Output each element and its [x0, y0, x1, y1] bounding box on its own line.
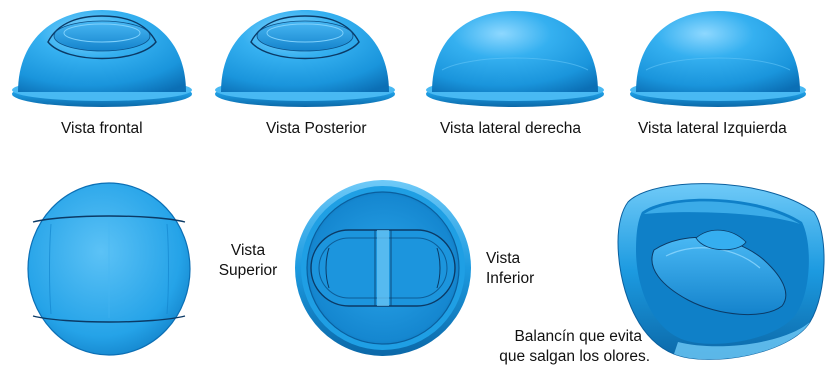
top-view-label-line2: Superior	[218, 262, 278, 279]
right-side-view-dome	[426, 11, 604, 107]
top-view-label-line1: Vista	[230, 242, 266, 259]
rocker-cutaway-view	[617, 183, 825, 360]
bottom-view-label: Vista Inferior	[486, 249, 556, 289]
top-view-disc	[27, 182, 191, 356]
back-view-label: Vista Posterior	[266, 120, 367, 137]
bottom-view-disc	[295, 180, 471, 356]
left-side-view-label: Vista lateral Izquierda	[638, 120, 787, 137]
right-side-view-label: Vista lateral derecha	[440, 120, 582, 137]
top-view-label: Vista Superior	[208, 241, 288, 281]
rocker-label-line2: que salgan los olores.	[499, 348, 650, 365]
rocker-label-line1: Balancín que evita	[514, 328, 642, 345]
front-view-label: Vista frontal	[61, 120, 143, 137]
bottom-view-label-line2: Inferior	[486, 270, 535, 287]
front-view-dome	[12, 10, 192, 107]
back-view-dome	[215, 10, 395, 107]
left-side-view-dome	[630, 11, 806, 107]
rocker-label: Balancín que evita que salgan los olores…	[480, 327, 650, 367]
bottom-view-label-line1: Vista	[486, 250, 521, 267]
